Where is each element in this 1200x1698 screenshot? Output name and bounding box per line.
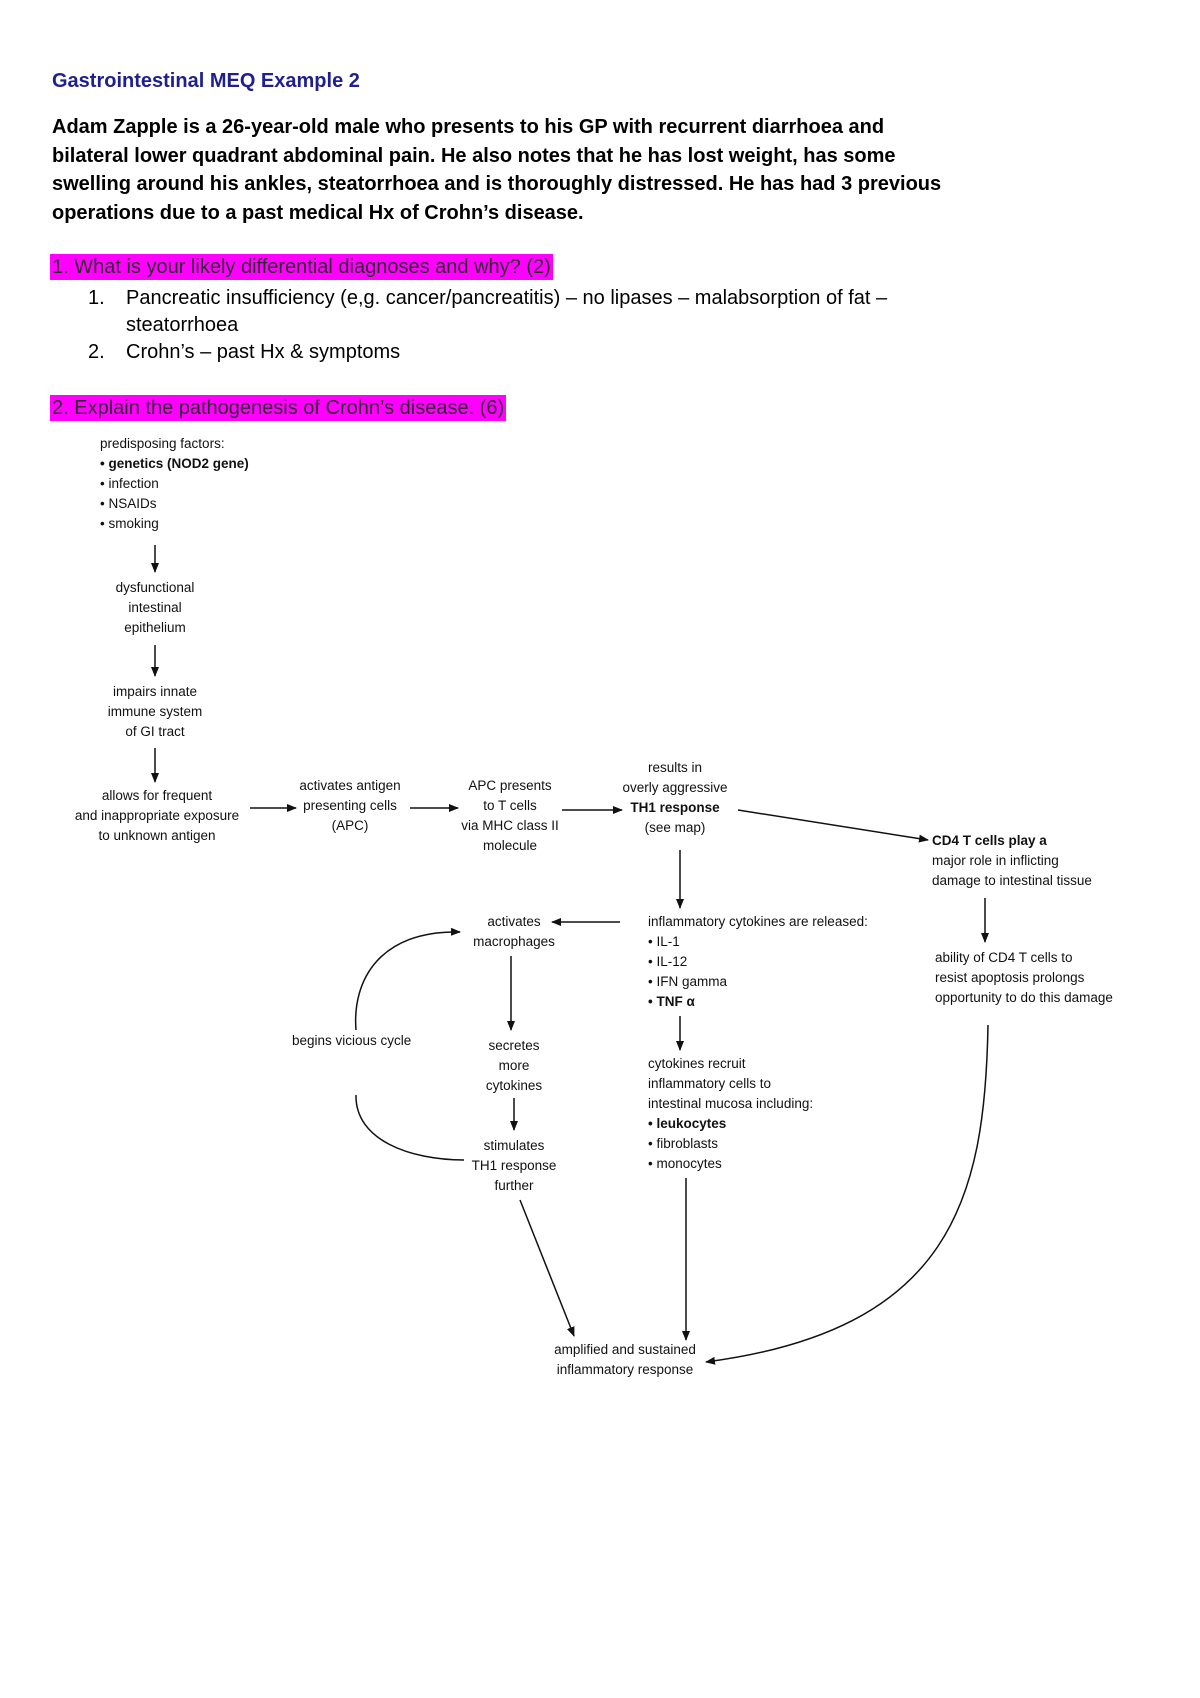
node-line: intestinal <box>128 600 181 615</box>
case-line: swelling around his ankles, steatorrhoea… <box>52 173 942 195</box>
arrow <box>519 1199 575 1337</box>
activates-macrophages-node: activates macrophages <box>473 914 555 949</box>
case-line: operations due to a past medical Hx of C… <box>52 201 584 224</box>
amplified-response-node: amplified and sustained inflammatory res… <box>554 1342 696 1377</box>
node-item: • infection <box>100 476 159 491</box>
node-line: to unknown antigen <box>98 828 215 843</box>
node-item: • IL-1 <box>648 934 680 949</box>
list-item: 1. Pancreatic insufficiency (e,g. cancer… <box>84 285 1084 339</box>
node-line: secretes <box>488 1038 539 1053</box>
node-line: allows for frequent <box>102 788 213 803</box>
node-line: (APC) <box>332 818 369 833</box>
node-item: • fibroblasts <box>648 1136 718 1151</box>
node-line: TH1 response <box>472 1158 557 1173</box>
case-description: Adam Zapple is a 26-year-old male who pr… <box>52 113 1162 227</box>
node-line: to T cells <box>483 798 537 813</box>
node-line: CD4 T cells play a <box>932 833 1047 848</box>
node-item: • NSAIDs <box>100 496 157 511</box>
node-line: and inappropriate exposure <box>75 808 239 823</box>
node-line: more <box>499 1058 530 1073</box>
answer-line: Pancreatic insufficiency (e,g. cancer/pa… <box>126 287 888 309</box>
list-number: 1. <box>88 287 105 309</box>
node-item: • monocytes <box>648 1156 722 1171</box>
document-title: Gastrointestinal MEQ Example 2 <box>52 70 360 92</box>
node-heading: inflammatory cytokines are released: <box>648 914 868 929</box>
node-line: APC presents <box>468 778 552 793</box>
question-2-highlight: 2. Explain the pathogenesis of Crohn’s d… <box>50 395 507 421</box>
node-line: inflammatory cells to <box>648 1076 771 1091</box>
case-line: bilateral lower quadrant abdominal pain.… <box>52 144 896 167</box>
node-line: inflammatory response <box>557 1362 694 1377</box>
th1-response-node: results in overly aggressive TH1 respons… <box>622 760 727 835</box>
predisposing-factors-node: predisposing factors: • genetics (NOD2 g… <box>100 436 249 531</box>
node-line: ability of CD4 T cells to <box>935 950 1073 965</box>
node-item: • TNF α <box>648 994 695 1009</box>
secretes-cytokines-node: secretes more cytokines <box>486 1038 543 1093</box>
node-line: impairs innate <box>113 684 197 699</box>
node-line: intestinal mucosa including: <box>648 1096 813 1111</box>
activates-apc-node: activates antigen presenting cells (APC) <box>299 778 400 833</box>
node-line: amplified and sustained <box>554 1342 696 1357</box>
node-line: opportunity to do this damage <box>935 990 1113 1005</box>
node-item: • IFN gamma <box>648 974 727 989</box>
node-item: • leukocytes <box>648 1116 726 1131</box>
node-line: activates <box>487 914 541 929</box>
answer-line: Crohn’s – past Hx & symptoms <box>126 341 401 363</box>
node-line: via MHC class II <box>461 818 559 833</box>
arrow <box>705 1024 989 1365</box>
node-line: results in <box>648 760 702 775</box>
stimulates-th1-node: stimulates TH1 response further <box>472 1138 557 1193</box>
dysfunctional-epithelium-node: dysfunctional intestinal epithelium <box>116 580 195 635</box>
node-item: • genetics (NOD2 gene) <box>100 456 249 471</box>
case-line: Adam Zapple is a 26-year-old male who pr… <box>52 116 885 138</box>
list-item: 2. Crohn’s – past Hx & symptoms <box>84 339 1084 366</box>
cytokines-released-node: inflammatory cytokines are released: • I… <box>648 914 868 1009</box>
impairs-innate-immunity-node: impairs innate immune system of GI tract <box>108 684 203 739</box>
vicious-cycle-label: begins vicious cycle <box>292 1033 411 1048</box>
node-heading: predisposing factors: <box>100 436 225 451</box>
node-line: immune system <box>108 704 203 719</box>
node-line: overly aggressive <box>622 780 727 795</box>
node-line: further <box>494 1178 534 1193</box>
cd4-apoptosis-node: ability of CD4 T cells to resist apoptos… <box>935 950 1113 1005</box>
node-line: dysfunctional <box>116 580 195 595</box>
arrow <box>737 809 929 843</box>
node-line: stimulates <box>484 1138 545 1153</box>
node-line: epithelium <box>124 620 186 635</box>
node-line: activates antigen <box>299 778 400 793</box>
allows-exposure-node: allows for frequent and inappropriate ex… <box>75 788 239 843</box>
node-line: cytokines recruit <box>648 1056 746 1071</box>
answer-list: 1. Pancreatic insufficiency (e,g. cancer… <box>84 285 1084 366</box>
vicious-cycle-arrow <box>354 932 464 1161</box>
node-line: (see map) <box>645 820 706 835</box>
node-line: damage to intestinal tissue <box>932 873 1092 888</box>
list-number: 2. <box>88 341 105 363</box>
node-line: macrophages <box>473 934 555 949</box>
answer-line: steatorrhoea <box>126 314 239 336</box>
node-line: of GI tract <box>125 724 185 739</box>
cytokines-recruit-node: cytokines recruit inflammatory cells to … <box>648 1056 813 1171</box>
question-1-highlight: 1. What is your likely differential diag… <box>50 254 553 280</box>
node-item: • IL-12 <box>648 954 687 969</box>
node-line: resist apoptosis prolongs <box>935 970 1085 985</box>
node-line: cytokines <box>486 1078 543 1093</box>
node-line: TH1 response <box>630 800 720 815</box>
node-line: molecule <box>483 838 537 853</box>
node-line: major role in inflicting <box>932 853 1059 868</box>
node-line: presenting cells <box>303 798 397 813</box>
apc-presents-node: APC presents to T cells via MHC class II… <box>461 778 559 853</box>
cd4-role-node: CD4 T cells play a major role in inflict… <box>932 833 1092 888</box>
node-item: • smoking <box>100 516 159 531</box>
